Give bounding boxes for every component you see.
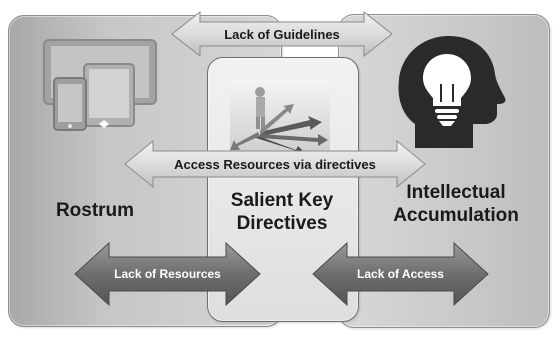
lack-of-guidelines-arrow: Lack of Guidelines — [171, 10, 393, 58]
lack-of-access-label: Lack of Access — [357, 267, 444, 281]
rostrum-label: Rostrum — [55, 200, 135, 221]
access-resources-label: Access Resources via directives — [174, 156, 376, 172]
lack-of-resources-label: Lack of Resources — [114, 267, 221, 281]
intellectual-accumulation-label: Intellectual Accumulation — [393, 182, 519, 226]
head-lightbulb-icon — [395, 32, 507, 150]
directional-arrows-image — [230, 80, 330, 152]
lack-of-access-arrow: Lack of Access — [312, 241, 489, 307]
salient-key-directives-label: Salient Key Directives — [230, 190, 334, 234]
lack-of-resources-arrow: Lack of Resources — [74, 241, 261, 307]
access-resources-arrow: Access Resources via directives — [124, 139, 426, 189]
lack-of-guidelines-label: Lack of Guidelines — [224, 26, 340, 42]
devices-icon — [40, 38, 170, 134]
